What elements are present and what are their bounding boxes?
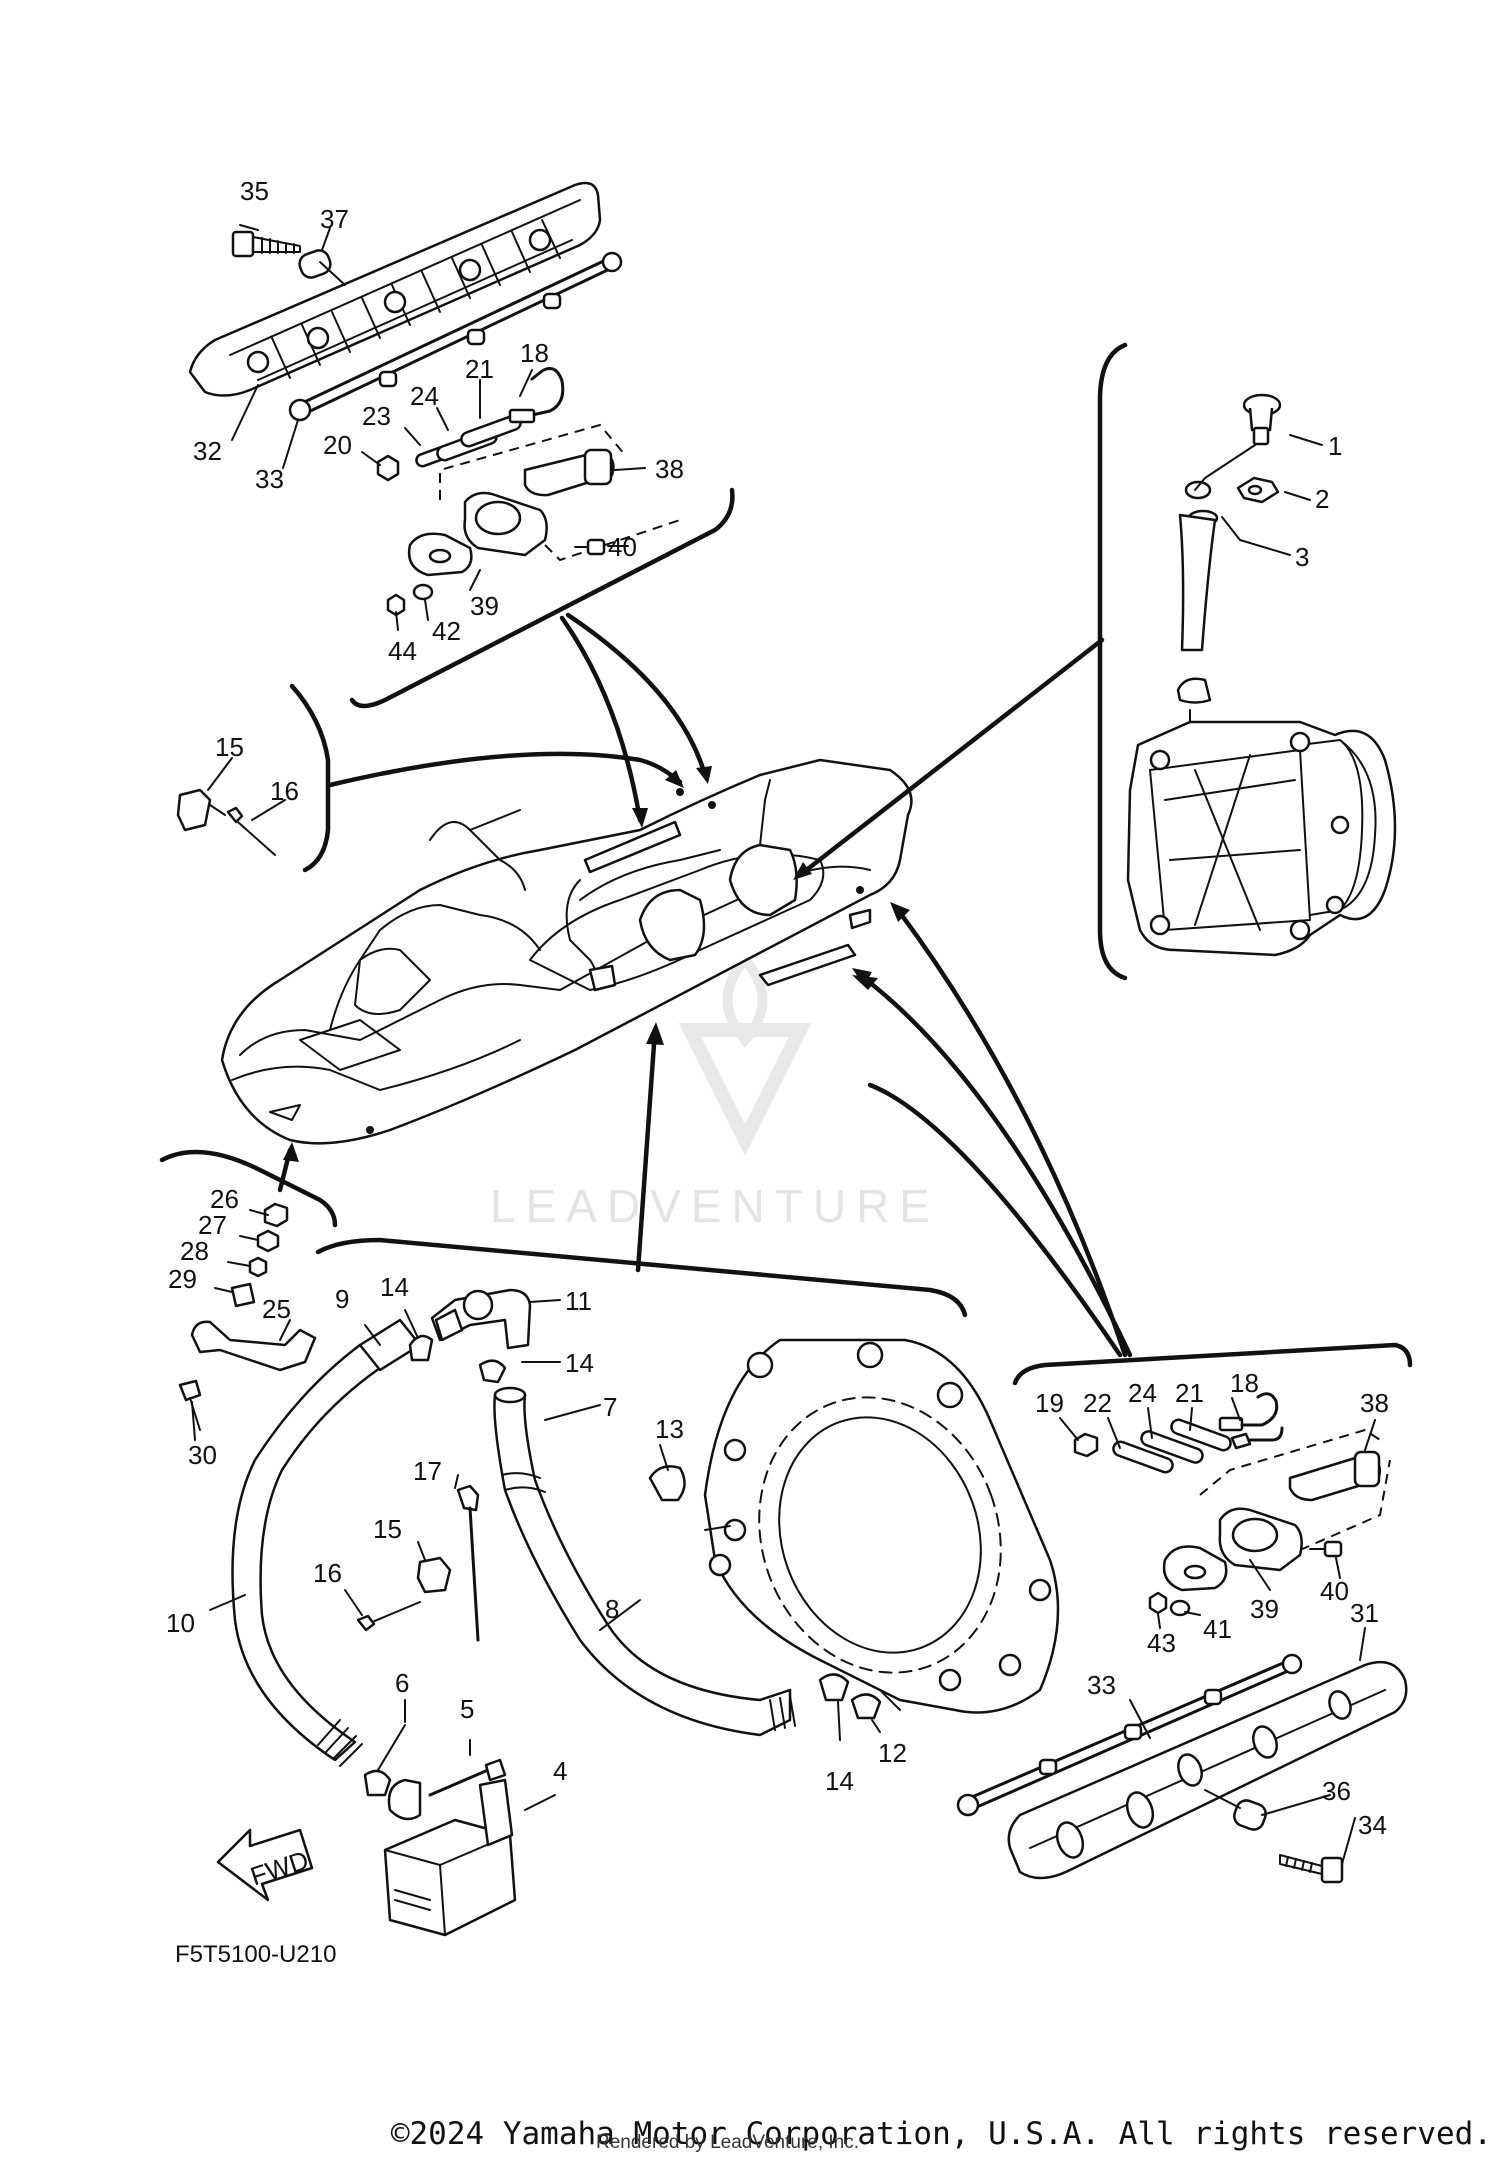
callout-23: 23 — [362, 401, 391, 431]
callout-33: 33 — [255, 464, 284, 494]
callout-18: 18 — [520, 338, 549, 368]
callout-37: 37 — [320, 204, 349, 234]
callout-20: 20 — [323, 430, 352, 460]
watermark: LEADVENTURE — [490, 952, 940, 1232]
callout-22: 22 — [1083, 1388, 1112, 1418]
callout-38: 38 — [655, 454, 684, 484]
arrow-heads — [283, 766, 910, 1162]
bolt-35 — [231, 230, 301, 258]
callout-12: 12 — [878, 1738, 907, 1768]
callout-21b: 21 — [1175, 1378, 1204, 1408]
callout-31: 31 — [1350, 1598, 1379, 1628]
callout-1: 1 — [1328, 431, 1342, 461]
callout-15a: 15 — [215, 732, 244, 762]
watercraft — [220, 758, 913, 1145]
callout-3: 3 — [1295, 542, 1309, 572]
callout-2: 2 — [1315, 484, 1329, 514]
mount-plate — [703, 1338, 1060, 1714]
callout-14c: 14 — [825, 1766, 854, 1796]
group-clip: 15 16 — [176, 683, 331, 873]
callout-40: 40 — [608, 532, 637, 562]
callout-28: 28 — [180, 1236, 209, 1266]
group-hoses: 9 14 11 14 7 13 17 15 16 10 8 6 5 4 14 1… — [166, 1237, 968, 1937]
callout-16b: 16 — [313, 1558, 342, 1588]
callout-5: 5 — [460, 1694, 474, 1724]
callout-40b: 40 — [1320, 1576, 1349, 1606]
callout-38b: 38 — [1360, 1388, 1389, 1418]
callout-26: 26 — [210, 1184, 239, 1214]
callout-44: 44 — [388, 636, 417, 666]
callout-16a: 16 — [270, 776, 299, 806]
callout-34: 34 — [1358, 1810, 1387, 1840]
group-top-right: 1 2 3 — [1097, 342, 1397, 981]
callout-19: 19 — [1035, 1388, 1064, 1418]
group-bottom-right: 19 22 24 21 18 38 40 39 41 43 31 33 36 3… — [956, 1342, 1413, 1884]
callout-6: 6 — [395, 1668, 409, 1698]
callout-43: 43 — [1147, 1628, 1176, 1658]
callout-36: 36 — [1322, 1776, 1351, 1806]
callout-30: 30 — [188, 1440, 217, 1470]
callout-9: 9 — [335, 1284, 349, 1314]
callout-18b: 18 — [1230, 1368, 1259, 1398]
callout-24b: 24 — [1128, 1378, 1157, 1408]
callout-15b: 15 — [373, 1514, 402, 1544]
callout-39: 39 — [470, 591, 499, 621]
callout-13: 13 — [655, 1414, 684, 1444]
callout-32: 32 — [193, 436, 222, 466]
callout-24: 24 — [410, 381, 439, 411]
callout-7: 7 — [603, 1392, 617, 1422]
diagram-code: F5T5100-U210 — [175, 1941, 336, 1968]
watermark-text: LEADVENTURE — [490, 1180, 940, 1232]
callout-25: 25 — [262, 1294, 291, 1324]
group-top-left: 35 37 18 21 24 23 20 32 33 38 40 39 42 4… — [188, 176, 735, 709]
callout-21: 21 — [465, 354, 494, 384]
callout-14b: 14 — [565, 1348, 594, 1378]
callout-11: 11 — [565, 1286, 592, 1316]
callout-27: 27 — [198, 1210, 227, 1240]
callout-29: 29 — [168, 1264, 197, 1294]
fwd-arrow-icon: FWD — [216, 1828, 314, 1902]
callout-35: 35 — [240, 176, 269, 206]
callout-41: 41 — [1203, 1614, 1232, 1644]
callout-39b: 39 — [1250, 1594, 1279, 1624]
group-clamp-bracket: 26 27 28 29 25 30 — [159, 1149, 338, 1470]
rendered-by-notice: Rendered by LeadVenture, Inc. — [596, 2132, 860, 2153]
callout-17: 17 — [413, 1456, 442, 1486]
callout-8: 8 — [605, 1594, 619, 1624]
callout-4: 4 — [553, 1756, 567, 1786]
callout-14a: 14 — [380, 1272, 409, 1302]
copyright-notice: ©2024 Yamaha Motor Corporation, U.S.A. A… — [390, 2116, 1492, 2152]
callout-33b: 33 — [1087, 1670, 1116, 1700]
callout-10: 10 — [166, 1608, 195, 1638]
callout-42: 42 — [432, 616, 461, 646]
